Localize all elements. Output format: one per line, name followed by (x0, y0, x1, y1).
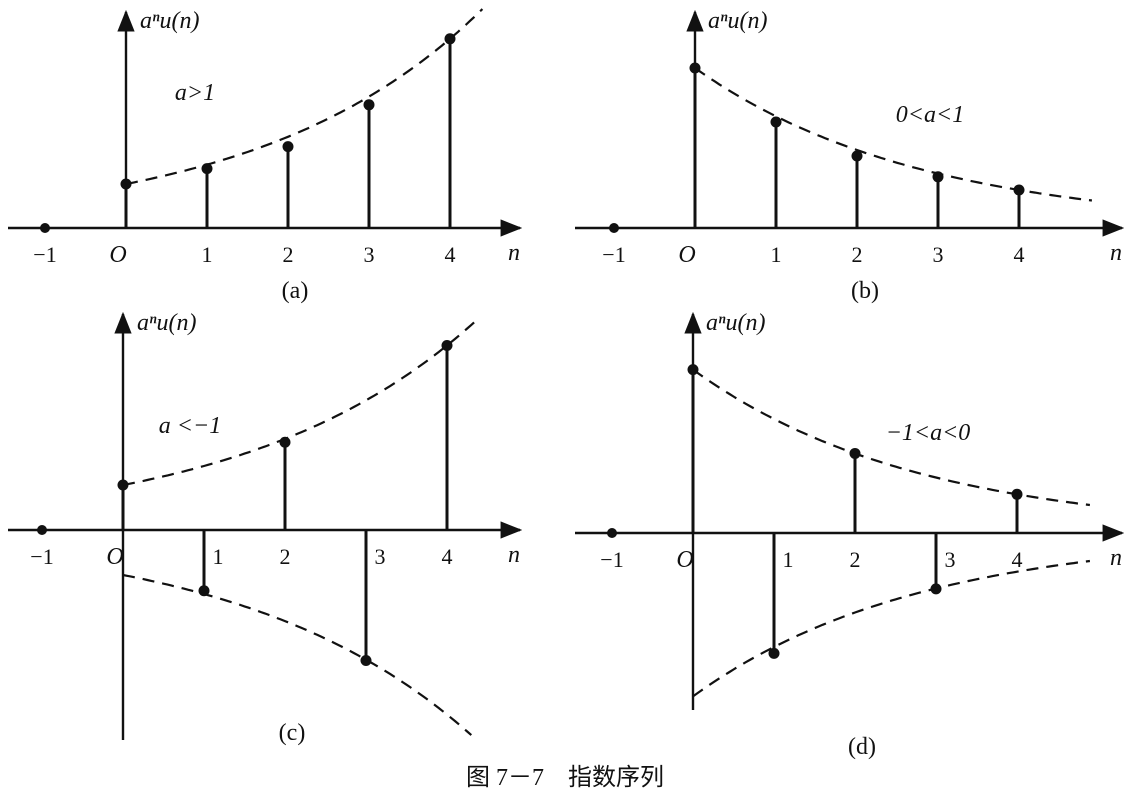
point-n-minus-1 (40, 223, 50, 233)
x-axis-label: n (508, 240, 520, 266)
origin-label: O (678, 242, 695, 268)
y-axis-label: aⁿu(n) (137, 310, 197, 336)
panel-d: aⁿu(n) n O −1 1 2 3 4 −1<a<0 (d) (575, 310, 1125, 760)
condition-label: a>1 (175, 80, 215, 106)
tick-label: 4 (1012, 547, 1023, 572)
figure-caption: 图 7－7 指数序列 (466, 764, 664, 791)
panel-label: (a) (282, 278, 309, 304)
sample-point (360, 655, 372, 666)
x-axis-label: n (1110, 545, 1122, 571)
origin-label: O (109, 242, 126, 268)
y-axis-label: aⁿu(n) (708, 8, 768, 34)
point-n-minus-1 (609, 223, 619, 233)
tick-label: 4 (442, 544, 453, 569)
panel-label: (d) (848, 734, 876, 760)
tick-label: 2 (280, 544, 291, 569)
tick-label: 4 (445, 242, 456, 267)
point-n-minus-1 (607, 528, 617, 538)
condition-label: 0<a<1 (896, 102, 964, 128)
tick-label: −1 (30, 544, 53, 569)
point-n-minus-1 (37, 525, 47, 535)
tick-label: 2 (283, 242, 294, 267)
tick-label: 3 (375, 544, 386, 569)
tick-label: 3 (933, 242, 944, 267)
tick-label: 1 (771, 242, 782, 267)
sample-point (363, 99, 375, 111)
tick-label: −1 (602, 242, 625, 267)
envelope-positive (692, 368, 1091, 507)
tick-label: −1 (600, 547, 623, 572)
y-axis-label: aⁿu(n) (706, 310, 766, 336)
tick-label: −1 (33, 242, 56, 267)
envelope-negative (122, 573, 473, 736)
condition-label: a <−1 (159, 413, 221, 439)
tick-label: 3 (364, 242, 375, 267)
panel-a: aⁿu(n) n O −1 1 2 3 4 a>1 (a) (8, 8, 523, 304)
sample-point (851, 150, 863, 162)
envelope-positive (122, 316, 481, 487)
origin-label: O (106, 544, 123, 570)
envelope-positive (694, 67, 1093, 202)
origin-label: O (676, 547, 693, 573)
y-axis-label: aⁿu(n) (140, 8, 200, 34)
tick-label: 3 (945, 547, 956, 572)
tick-label: 4 (1014, 242, 1025, 267)
tick-label: 2 (852, 242, 863, 267)
tick-label: 2 (850, 547, 861, 572)
x-axis-label: n (1110, 240, 1122, 266)
envelope-negative (692, 559, 1091, 698)
x-axis-label: n (508, 542, 520, 568)
panel-b: aⁿu(n) n O −1 1 2 3 4 0<a<1 (b) (575, 8, 1125, 304)
tick-label: 1 (213, 544, 224, 569)
sample-point (768, 647, 780, 659)
sample-point (282, 141, 294, 153)
panel-c: aⁿu(n) n O −1 1 2 3 4 a <−1 (c) (8, 310, 523, 746)
tick-label: 1 (783, 547, 794, 572)
envelope-positive (125, 8, 484, 186)
tick-label: 1 (202, 242, 213, 267)
sample-point (770, 116, 782, 128)
condition-label: −1<a<0 (886, 420, 971, 446)
panel-label: (b) (851, 278, 879, 304)
panel-label: (c) (279, 720, 306, 746)
